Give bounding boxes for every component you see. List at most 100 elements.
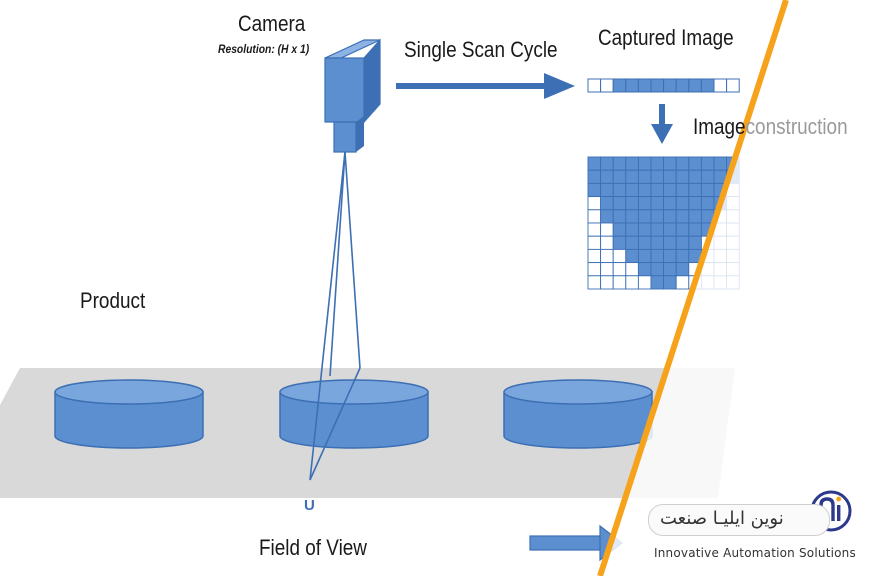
reconstruction-word-1: Image — [693, 114, 746, 139]
grid-pixel — [713, 156, 728, 171]
grid-pixel — [587, 156, 602, 171]
grid-pixel — [625, 182, 639, 198]
reconstruction-word-2: construction — [745, 114, 848, 139]
grid-pixel — [625, 156, 639, 171]
grid-pixel — [688, 209, 702, 224]
grid-pixel — [700, 182, 715, 198]
grid-pixel — [587, 209, 602, 224]
grid-pixel — [663, 182, 677, 198]
grid-pixel — [650, 196, 665, 211]
scan-arrow — [396, 73, 575, 99]
orange-slash — [597, 0, 789, 576]
grid-pixel — [637, 235, 652, 250]
grid-pixel — [587, 248, 602, 264]
captured-pixel — [688, 78, 702, 93]
grid-pixel — [587, 235, 602, 250]
grid-pixel — [675, 156, 690, 171]
grid-pixel — [650, 275, 665, 290]
grid-pixel — [688, 222, 702, 237]
grid-pixel — [688, 182, 702, 198]
grid-pixel — [650, 209, 665, 224]
product-left — [54, 379, 204, 449]
captured-pixel — [612, 78, 627, 93]
grid-pixel — [650, 222, 665, 237]
product-label: Product — [80, 288, 146, 313]
grid-pixel — [637, 209, 652, 224]
grid-pixel — [612, 235, 627, 250]
grid-pixel — [675, 169, 690, 184]
grid-pixel — [663, 275, 677, 290]
grid-pixel — [663, 262, 677, 277]
grid-pixel — [663, 209, 677, 224]
captured-pixel — [675, 78, 690, 93]
fov-marker: U — [304, 497, 315, 514]
captured-pixel — [650, 78, 665, 93]
grid-pixel — [625, 235, 639, 250]
grid-pixel — [688, 169, 702, 184]
grid-pixel — [700, 156, 715, 171]
grid-pixel — [650, 248, 665, 264]
grid-pixel — [637, 196, 652, 211]
captured-pixel — [637, 78, 652, 93]
grid-pixel — [700, 169, 715, 184]
grid-pixel — [675, 275, 690, 290]
grid-pixel — [587, 222, 602, 237]
grid-pixel — [600, 248, 614, 264]
field-of-view-lines — [309, 151, 361, 481]
camera-resolution: Resolution: (H x 1) — [218, 42, 310, 56]
grid-pixel — [612, 275, 627, 290]
grid-pixel — [675, 182, 690, 198]
grid-pixel — [650, 262, 665, 277]
field-of-view-label: Field of View — [259, 535, 367, 560]
grid-pixel — [587, 262, 602, 277]
grid-pixel — [600, 275, 614, 290]
grid-pixel — [675, 209, 690, 224]
grid-pixel — [675, 262, 690, 277]
grid-pixel — [587, 196, 602, 211]
grid-pixel — [612, 222, 627, 237]
grid-pixel — [612, 248, 627, 264]
logo-name-pill — [648, 504, 830, 536]
grid-pixel — [600, 156, 614, 171]
grid-pixel — [587, 275, 602, 290]
captured-image-line — [587, 78, 740, 93]
grid-pixel — [600, 196, 614, 211]
grid-pixel — [600, 209, 614, 224]
grid-pixel — [625, 248, 639, 264]
grid-pixel — [637, 275, 652, 290]
grid-pixel — [612, 196, 627, 211]
grid-pixel — [663, 169, 677, 184]
captured-pixel — [726, 78, 740, 93]
grid-pixel — [663, 248, 677, 264]
grid-pixel — [612, 156, 627, 171]
captured-pixel — [600, 78, 614, 93]
captured-image-label: Captured Image — [598, 25, 734, 50]
logo-tagline: Innovative Automation Solutions — [654, 546, 856, 560]
grid-pixel — [675, 222, 690, 237]
grid-pixel — [663, 156, 677, 171]
captured-pixel — [625, 78, 639, 93]
down-arrow — [651, 104, 673, 144]
camera-title: Camera — [238, 11, 306, 36]
captured-pixel — [663, 78, 677, 93]
grid-pixel — [650, 235, 665, 250]
camera-icon — [324, 38, 381, 153]
scan-cycle-label: Single Scan Cycle — [404, 37, 558, 62]
grid-pixel — [700, 196, 715, 211]
grid-pixel — [625, 209, 639, 224]
grid-pixel — [663, 222, 677, 237]
slash-mask — [598, 0, 870, 576]
grid-pixel — [663, 196, 677, 211]
grid-pixel — [587, 169, 602, 184]
grid-pixel — [650, 169, 665, 184]
grid-pixel — [637, 262, 652, 277]
grid-pixel — [612, 169, 627, 184]
grid-pixel — [625, 196, 639, 211]
product-center — [279, 379, 429, 449]
grid-pixel — [612, 209, 627, 224]
grid-pixel — [688, 235, 702, 250]
grid-pixel — [587, 182, 602, 198]
grid-pixel — [612, 262, 627, 277]
grid-pixel — [675, 196, 690, 211]
